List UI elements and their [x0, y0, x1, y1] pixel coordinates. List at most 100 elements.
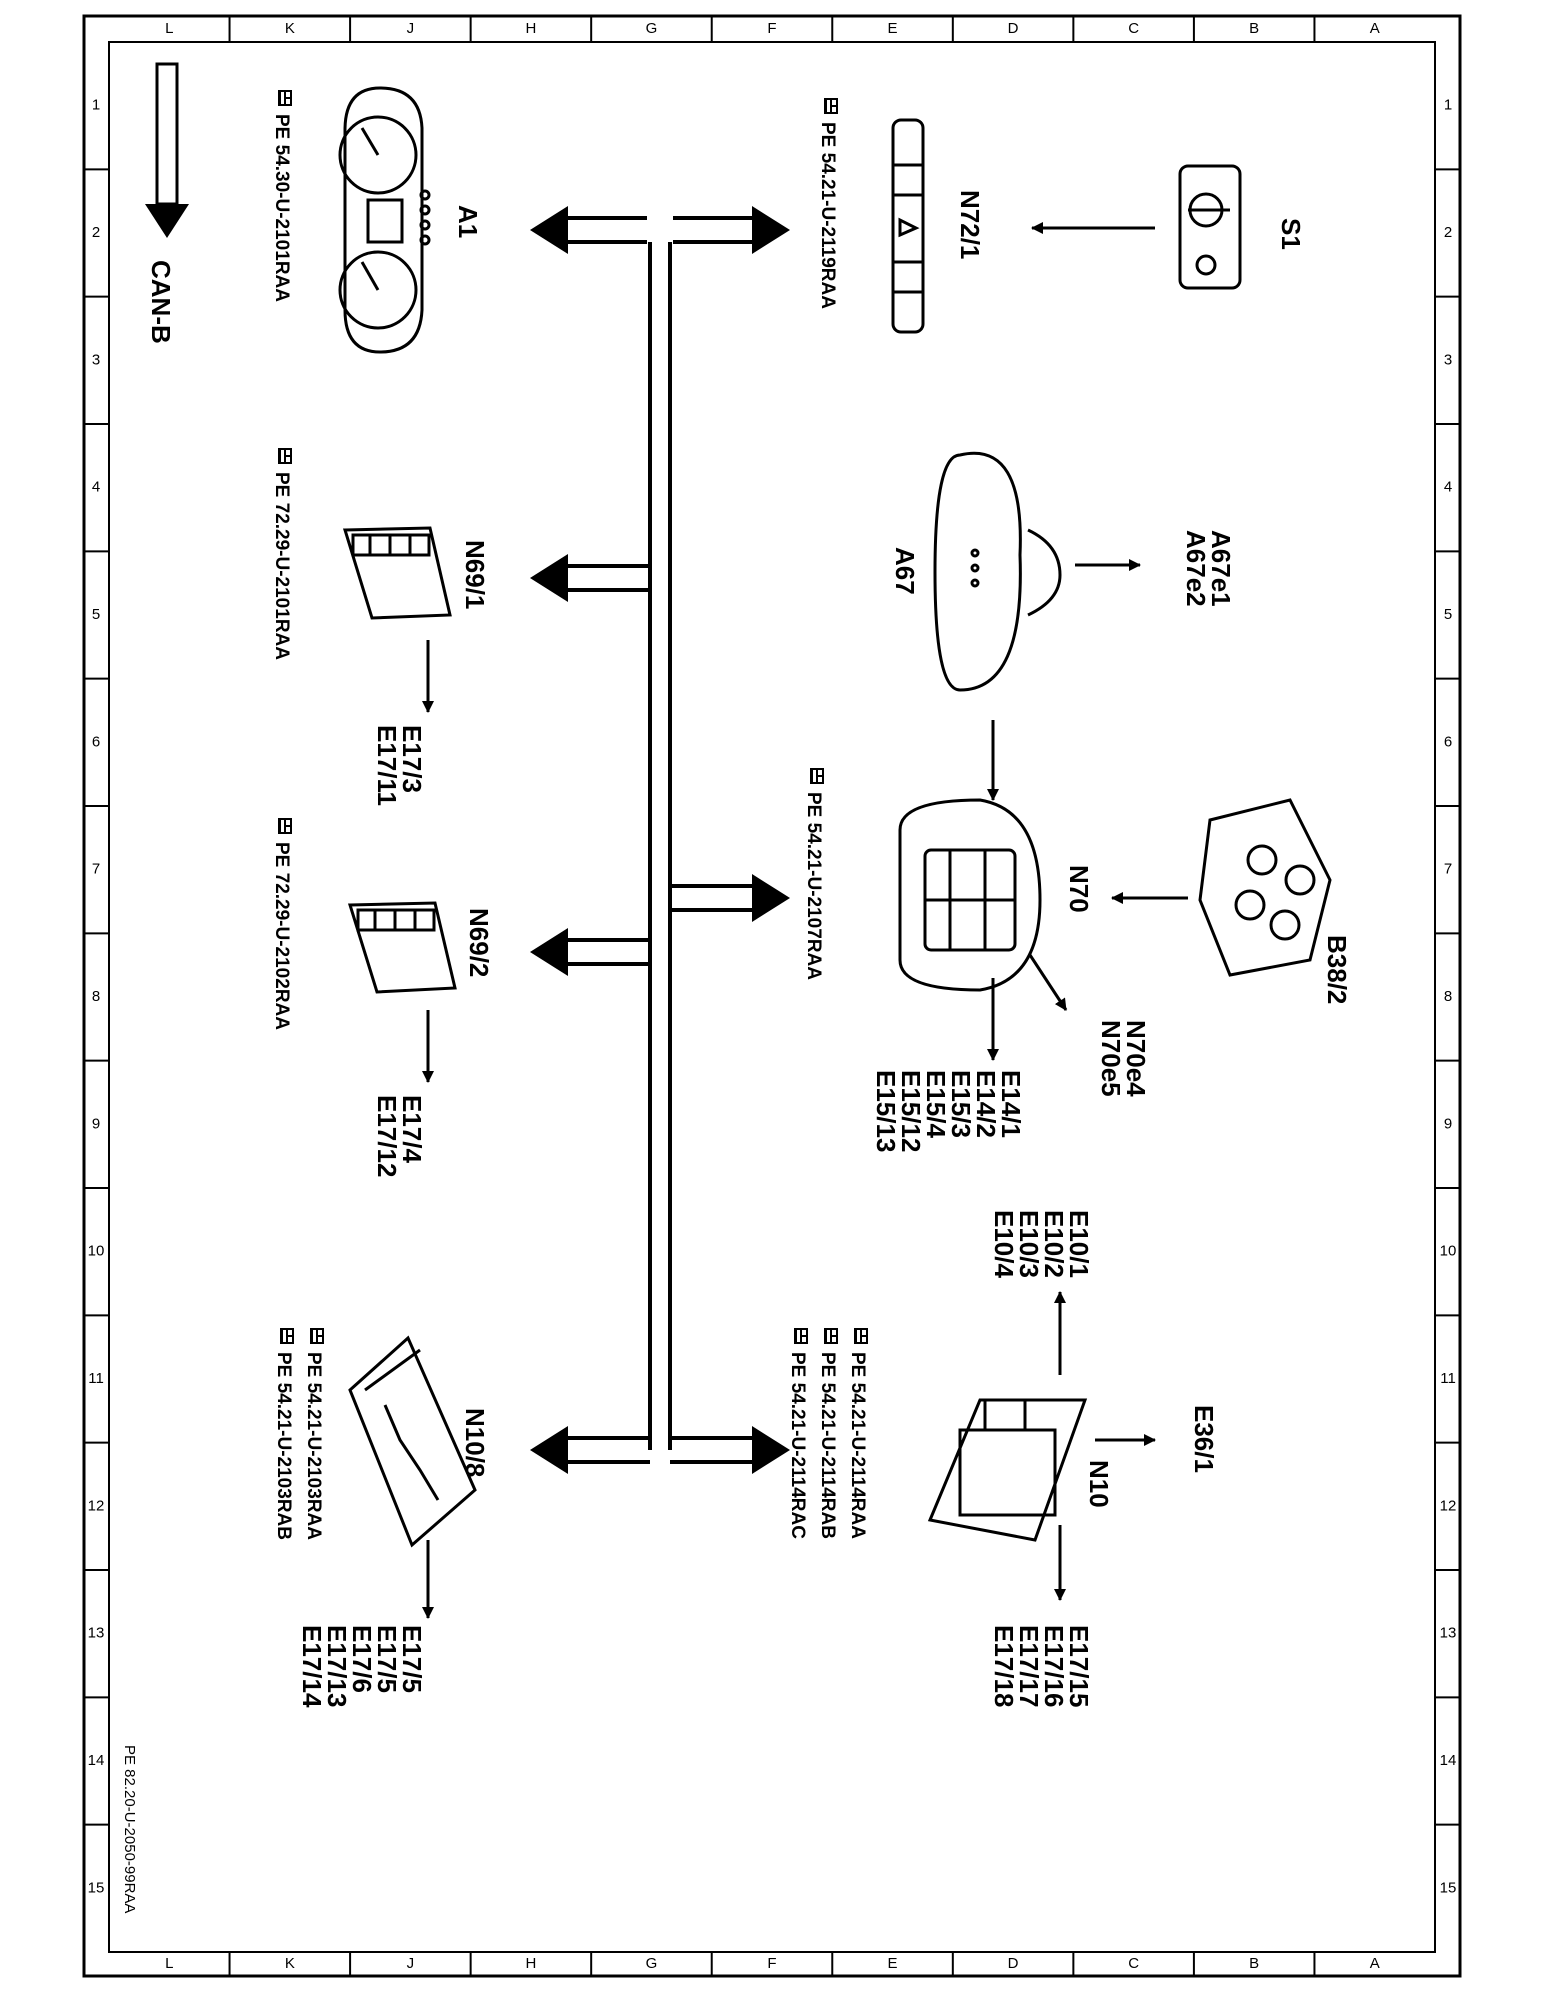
label-n10-top-output: E10/2 — [1039, 1210, 1069, 1278]
grid-number: 4 — [1444, 479, 1452, 496]
label-n10-top-output: E10/4 — [989, 1210, 1019, 1278]
hand-pointer-icon — [278, 90, 292, 106]
label-n10-bottom-output: E17/16 — [1039, 1625, 1069, 1707]
grid-number: 1 — [92, 97, 100, 114]
signal-arrows — [422, 222, 1188, 1619]
grid-number: 6 — [92, 733, 100, 750]
reference-label: PE 54.30-U-2101RAA — [271, 114, 292, 302]
grid-number: 4 — [92, 479, 100, 496]
grid-number: 9 — [92, 1115, 100, 1132]
reference-label: PE 54.21-U-2114RAA — [847, 1352, 868, 1539]
label-n69-2: N69/2 — [464, 908, 494, 977]
label-n10-top-output: E10/1 — [1064, 1210, 1094, 1278]
grid-number: 1 — [1444, 97, 1452, 114]
grid-number: 9 — [1444, 1115, 1452, 1132]
label-n70e5: N70e5 — [1096, 1020, 1126, 1097]
grid-number: 3 — [1444, 351, 1452, 368]
label-a67: A67 — [890, 547, 920, 595]
label-e17-3: E17/3 — [397, 725, 427, 793]
label-e36-1: E36/1 — [1189, 1405, 1219, 1473]
grid-number: 11 — [1440, 1370, 1456, 1387]
label-n10-bottom-output: E17/15 — [1064, 1625, 1094, 1707]
grid-number: 14 — [88, 1752, 105, 1769]
outer-border — [82, 14, 1462, 1978]
label-a1: A1 — [453, 205, 483, 238]
hand-pointer-icon — [854, 1328, 868, 1344]
control-module-icon — [347, 901, 457, 994]
grid-number: 3 — [92, 351, 100, 368]
label-e17-12: E17/12 — [372, 1095, 402, 1177]
reference-label: PE 54.21-U-2119RAA — [817, 122, 838, 309]
label-a67e2: A67e2 — [1181, 530, 1211, 607]
can-b-legend-arrow — [145, 62, 189, 238]
grid-letter: K — [285, 1955, 295, 1972]
grid-letter: J — [407, 20, 415, 37]
inner-border — [108, 41, 1436, 1953]
grid-letter: F — [767, 20, 776, 37]
label-e17-11: E17/11 — [372, 725, 402, 806]
bus-label: CAN-B — [146, 260, 176, 344]
control-module-icon — [927, 1398, 1088, 1542]
label-n70-output: E15/3 — [946, 1070, 976, 1138]
label-n10-8-output: E17/14 — [297, 1625, 327, 1708]
label-n10-8-output: E17/13 — [322, 1625, 352, 1707]
label-n10-8: N10/8 — [460, 1408, 490, 1477]
label-n69-1: N69/1 — [460, 540, 490, 609]
grid-number: 10 — [1440, 1243, 1457, 1260]
label-n70-output: E15/13 — [871, 1070, 901, 1152]
grid-number: 7 — [92, 861, 100, 878]
grid-number: 2 — [1444, 224, 1452, 241]
grid-number: 13 — [88, 1625, 105, 1642]
label-n10-bottom-output: E17/18 — [989, 1625, 1019, 1707]
hand-pointer-icon — [280, 1328, 294, 1344]
grid-letter: H — [525, 1955, 536, 1972]
grid-number: 15 — [1440, 1879, 1457, 1896]
label-n10: N10 — [1084, 1460, 1114, 1508]
overhead-control-panel-icon — [898, 798, 1042, 992]
label-n70e4: N70e4 — [1121, 1020, 1151, 1097]
hand-pointer-icon — [810, 768, 824, 784]
grid-number: 15 — [88, 1879, 105, 1896]
grid-number: 13 — [1440, 1625, 1457, 1642]
grid-letter: C — [1128, 1955, 1139, 1972]
hand-pointer-icon — [278, 448, 292, 464]
grid-letter: A — [1370, 20, 1380, 37]
label-b38-2: B38/2 — [1322, 935, 1352, 1004]
grid-number: 5 — [92, 606, 100, 623]
grid-letter: G — [646, 20, 658, 37]
ignition-switch-icon — [1178, 164, 1242, 290]
grid-number: 10 — [88, 1243, 105, 1260]
grid-number: 7 — [1444, 861, 1452, 878]
grid-number: 2 — [92, 224, 100, 241]
grid-number: 11 — [88, 1370, 104, 1387]
drawing-number: PE 82.20-U-2050-99RAA — [121, 1745, 138, 1913]
instrument-cluster-icon — [338, 86, 431, 354]
label-n10-8-output: E17/5 — [397, 1625, 427, 1693]
rear-view-mirror-icon — [933, 451, 1062, 692]
label-a67e1: A67e1 — [1206, 530, 1236, 607]
grid-letter: D — [1008, 20, 1019, 37]
hazard-switch-icon — [891, 118, 925, 334]
grid-number: 12 — [1440, 1497, 1457, 1514]
label-n10-bottom-output: E17/17 — [1014, 1625, 1044, 1707]
label-n70-output: E14/2 — [971, 1070, 1001, 1138]
hand-pointer-icon — [278, 818, 292, 834]
grid-letter: G — [646, 1955, 658, 1972]
reference-label: PE 54.21-U-2114RAC — [787, 1352, 808, 1539]
hand-pointer-icon — [824, 1328, 838, 1344]
rain-light-sensor-icon — [1198, 798, 1332, 977]
grid-letter: F — [767, 1955, 776, 1972]
label-n70-output: E15/12 — [896, 1070, 926, 1152]
label-n70: N70 — [1064, 865, 1094, 913]
can-bus — [565, 216, 756, 1464]
grid-number: 6 — [1444, 733, 1452, 750]
label-s1: S1 — [1276, 218, 1306, 250]
